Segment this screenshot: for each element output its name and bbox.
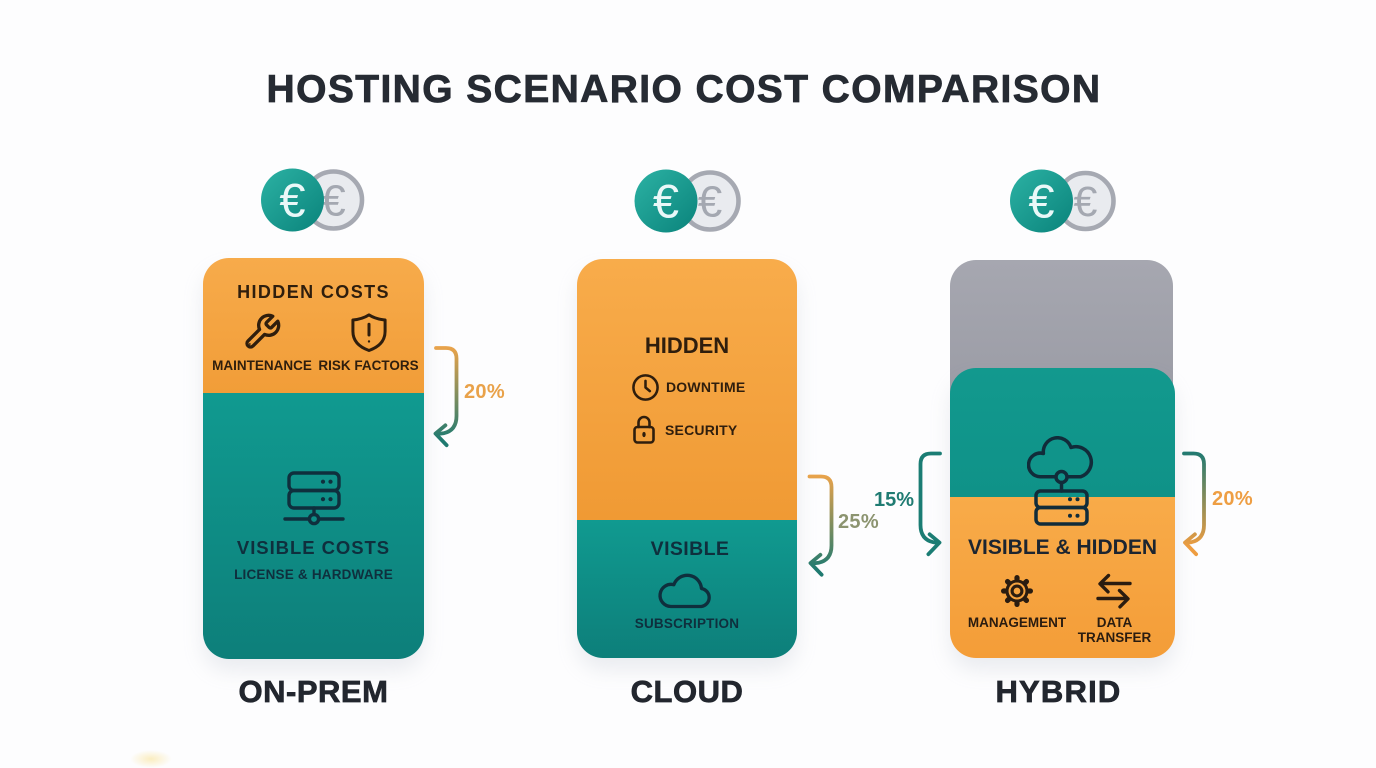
svg-text:€: € (653, 175, 679, 228)
svg-text:€: € (1028, 175, 1054, 228)
svg-text:€: € (698, 178, 722, 227)
svg-text:€: € (1074, 178, 1098, 226)
svg-text:€: € (279, 174, 305, 227)
svg-text:€: € (321, 177, 345, 226)
